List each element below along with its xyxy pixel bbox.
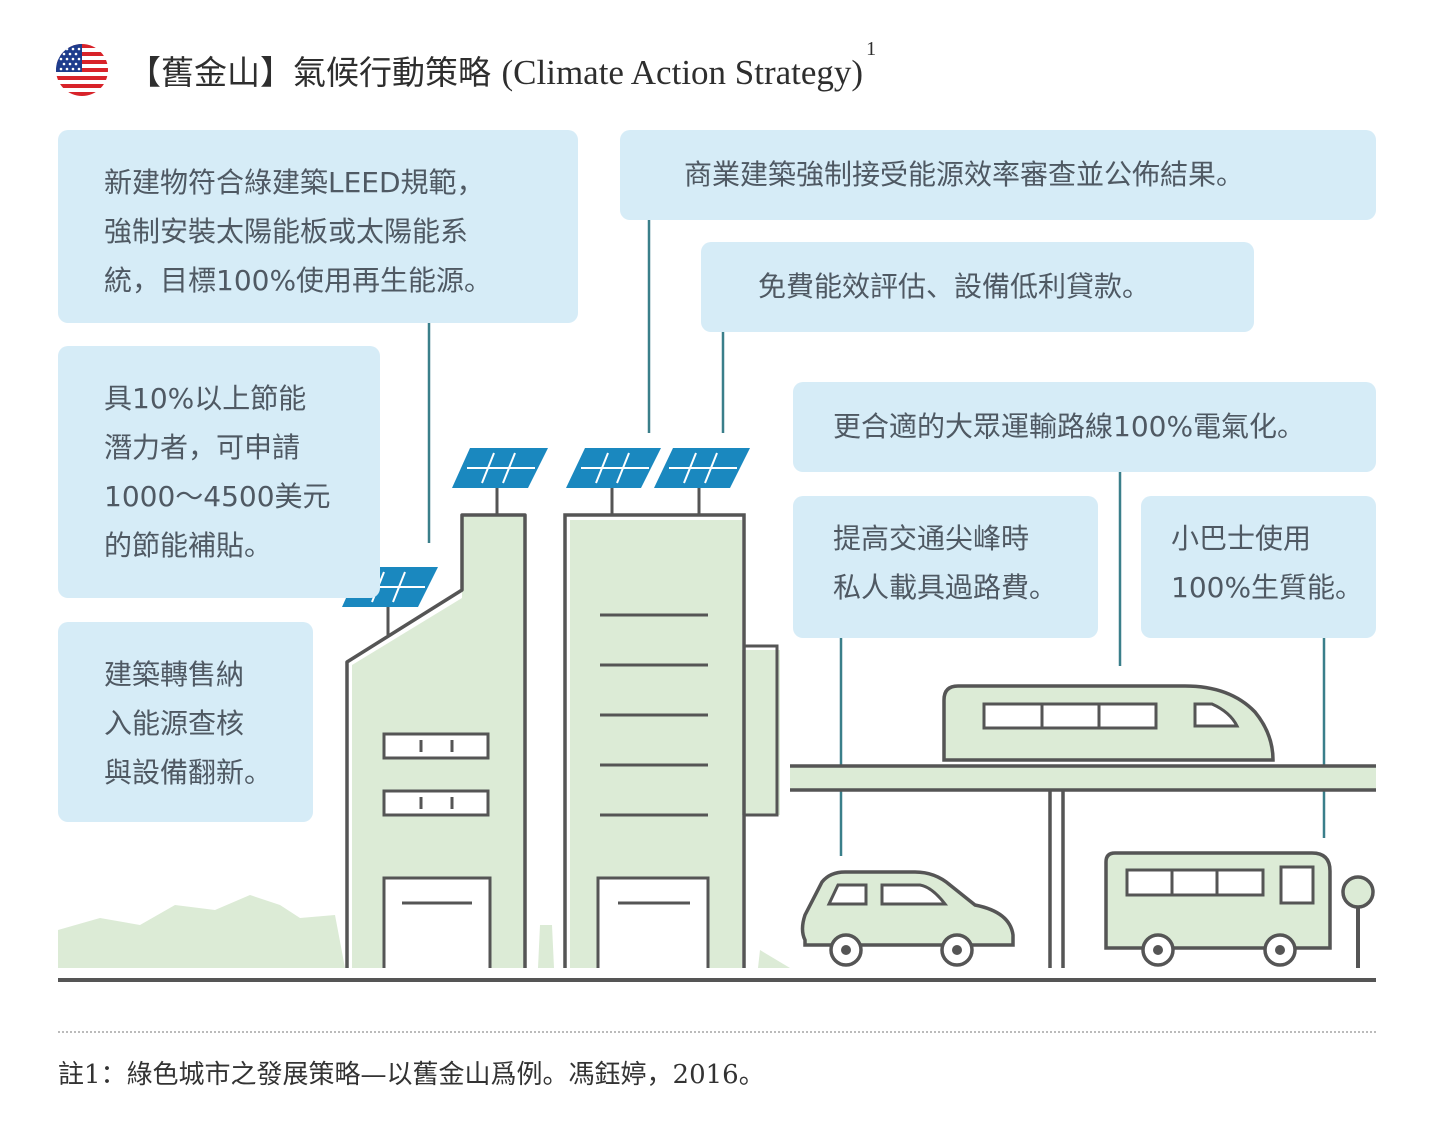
callout-minibus-biofuel: 小巴士使用 100%生質能。 [1141, 496, 1376, 638]
callout-line: 免費能效評估、設備低利貸款。 [758, 270, 1151, 303]
callout-commercial-review: 商業建築強制接受能源效率審查並公佈結果。 [620, 130, 1376, 220]
bus-stop-sign-icon [1341, 875, 1375, 968]
title-english: (Climate Action Strategy) [501, 53, 864, 92]
callout-low-interest-loan: 免費能效評估、設備低利貸款。 [701, 242, 1254, 332]
car-icon [800, 870, 1015, 967]
callout-line: 商業建築強制接受能源效率審查並公佈結果。 [684, 158, 1245, 191]
solar-panel-icon [654, 448, 750, 515]
callout-line: 強制安裝太陽能板或太陽能系 [104, 215, 469, 248]
background-hills [58, 895, 345, 968]
callout-energy-subsidy: 具10%以上節能 潛力者，可申請 1000～4500美元 的節能補貼。 [58, 346, 380, 598]
callout-peak-toll: 提高交通尖峰時 私人載具過路費。 [793, 496, 1098, 638]
callout-line: 更合適的大眾運輸路線100%電氣化。 [833, 410, 1306, 443]
callout-line: 入能源查核 [104, 707, 245, 740]
callout-line: 與設備翻新。 [104, 756, 273, 789]
footnote-marker: 1 [866, 38, 877, 60]
solar-panel-icon [452, 448, 548, 515]
elevated-rail [790, 764, 1376, 968]
callout-line: 建築轉售納 [104, 658, 245, 691]
callout-line: 小巴士使用 [1171, 522, 1312, 555]
callout-line: 統，目標100%使用再生能源。 [104, 264, 493, 297]
divider [58, 1031, 1376, 1033]
callout-line: 潛力者，可申請 [104, 431, 301, 464]
callout-line: 的節能補貼。 [104, 529, 273, 562]
bus-icon [1104, 851, 1332, 967]
callout-leed-building: 新建物符合綠建築LEED規範， 強制安裝太陽能板或太陽能系 統，目標100%使用… [58, 130, 578, 323]
page-title: 【舊金山】氣候行動策略 (Climate Action Strategy)1 [128, 38, 876, 94]
train-icon [942, 684, 1275, 762]
callout-line: 提高交通尖峰時 [833, 522, 1030, 555]
callout-line: 具10%以上節能 [104, 382, 307, 415]
callout-line: 私人載具過路費。 [833, 571, 1058, 604]
title-main: 【舊金山】氣候行動策略 [128, 53, 491, 92]
callout-line: 100%生質能。 [1171, 571, 1364, 604]
leader-lines [427, 220, 1326, 856]
solar-panel-icon [566, 448, 661, 515]
callout-line: 新建物符合綠建築LEED規範， [104, 166, 485, 199]
left-building [345, 513, 527, 968]
callout-line: 1000～4500美元 [104, 480, 331, 513]
middle-building [538, 513, 790, 968]
callout-resale-audit: 建築轉售納 入能源查核 與設備翻新。 [58, 622, 313, 822]
footnote: 註1：綠色城市之發展策略—以舊金山爲例。馮鈺婷，2016。 [58, 1060, 765, 1090]
header: 【舊金山】氣候行動策略 (Climate Action Strategy)1 [56, 38, 876, 98]
callout-transit-electrification: 更合適的大眾運輸路線100%電氣化。 [793, 382, 1376, 472]
